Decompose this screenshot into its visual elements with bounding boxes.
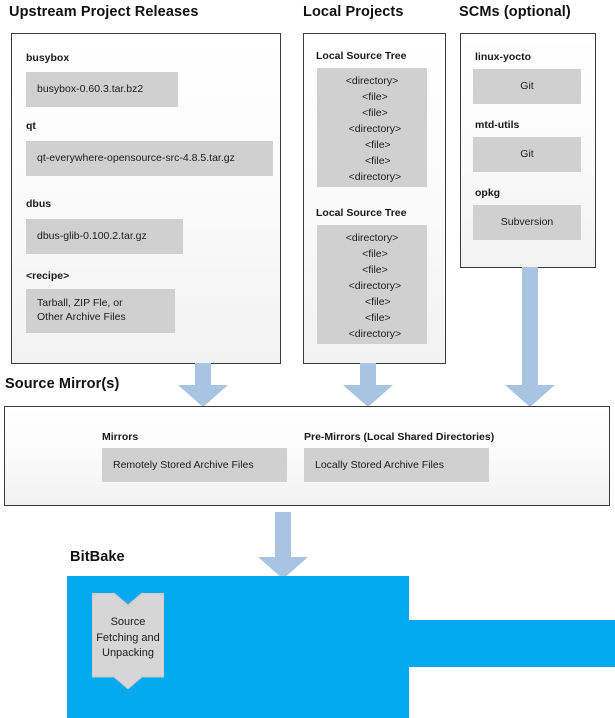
source-fetching-banner: Source Fetching and Unpacking xyxy=(91,592,165,690)
tree-node: <directory> xyxy=(342,327,402,340)
bitbake-title: BitBake xyxy=(70,549,125,565)
local-source-tree-label-1: Local Source Tree xyxy=(316,50,407,62)
upstream-group-label-dbus: dbus xyxy=(26,198,52,210)
upstream-group-label-recipe: <recipe> xyxy=(26,270,70,282)
tree-node: <file> xyxy=(353,138,391,151)
scms-group-label-linux-yocto: linux-yocto xyxy=(475,51,532,63)
tree-node: <directory> xyxy=(342,279,402,292)
source-fetching-banner-text: Source Fetching and Unpacking xyxy=(92,615,164,662)
source-mirrors-value-mirrors: Remotely Stored Archive Files xyxy=(102,448,287,482)
banner-line-1: Source xyxy=(110,616,146,628)
tree-node: <file> xyxy=(356,263,388,276)
arrow-local-projects-to-mirrors-icon xyxy=(343,363,393,407)
upstream-value-qt: qt-everywhere-opensource-src-4.8.5.tar.g… xyxy=(26,141,273,176)
scms-value-mtd-utils: Git xyxy=(473,137,581,172)
tree-node: <directory> xyxy=(345,75,399,87)
upstream-value-dbus: dbus-glib-0.100.2.tar.gz xyxy=(26,219,183,254)
tree-node: <file> xyxy=(356,106,388,119)
upstream-value-recipe-line2: Other Archive Files xyxy=(37,311,126,324)
local-projects-title: Local Projects xyxy=(303,4,404,20)
arrow-upstream-to-mirrors-icon xyxy=(178,363,228,407)
upstream-value-busybox: busybox-0.60.3.tar.bz2 xyxy=(26,72,178,107)
tree-node: <file> xyxy=(356,247,388,260)
tree-node: <directory> xyxy=(342,122,402,135)
scms-group-label-mtd-utils: mtd-utils xyxy=(475,119,520,131)
arrow-scms-to-mirrors-icon xyxy=(505,267,555,407)
local-source-tree-2: <directory> <file> <file> <directory> <f… xyxy=(317,225,427,344)
arrow-mirrors-to-bitbake-icon xyxy=(258,512,308,579)
tree-node: <directory> xyxy=(342,170,402,183)
tree-node: <directory> xyxy=(345,232,399,244)
scms-value-linux-yocto: Git xyxy=(473,69,581,104)
upstream-project-releases-title: Upstream Project Releases xyxy=(9,4,199,20)
local-source-tree-label-2: Local Source Tree xyxy=(316,207,407,219)
scms-title: SCMs (optional) xyxy=(459,4,571,20)
source-mirrors-value-pre-mirrors: Locally Stored Archive Files xyxy=(304,448,489,482)
source-mirrors-title: Source Mirror(s) xyxy=(5,376,120,392)
upstream-value-recipe-line1: Tarball, ZIP Fle, or xyxy=(37,297,123,309)
source-mirrors-group-label-mirrors: Mirrors xyxy=(102,431,139,443)
upstream-group-label-busybox: busybox xyxy=(26,52,70,64)
upstream-group-label-qt: qt xyxy=(26,120,36,132)
banner-line-3: Unpacking xyxy=(102,647,154,660)
tree-node: <file> xyxy=(353,295,391,308)
tree-node: <file> xyxy=(353,311,391,324)
bitbake-right-band xyxy=(409,620,615,667)
tree-node: <file> xyxy=(353,154,391,167)
upstream-value-recipe: Tarball, ZIP Fle, or Other Archive Files xyxy=(26,289,175,333)
local-source-tree-1: <directory> <file> <file> <directory> <f… xyxy=(317,68,427,187)
tree-node: <file> xyxy=(356,90,388,103)
scms-value-opkg: Subversion xyxy=(473,205,581,240)
scms-group-label-opkg: opkg xyxy=(475,187,501,199)
source-mirrors-group-label-pre-mirrors: Pre-Mirrors (Local Shared Directories) xyxy=(304,431,495,443)
banner-line-2: Fetching and xyxy=(96,631,160,644)
